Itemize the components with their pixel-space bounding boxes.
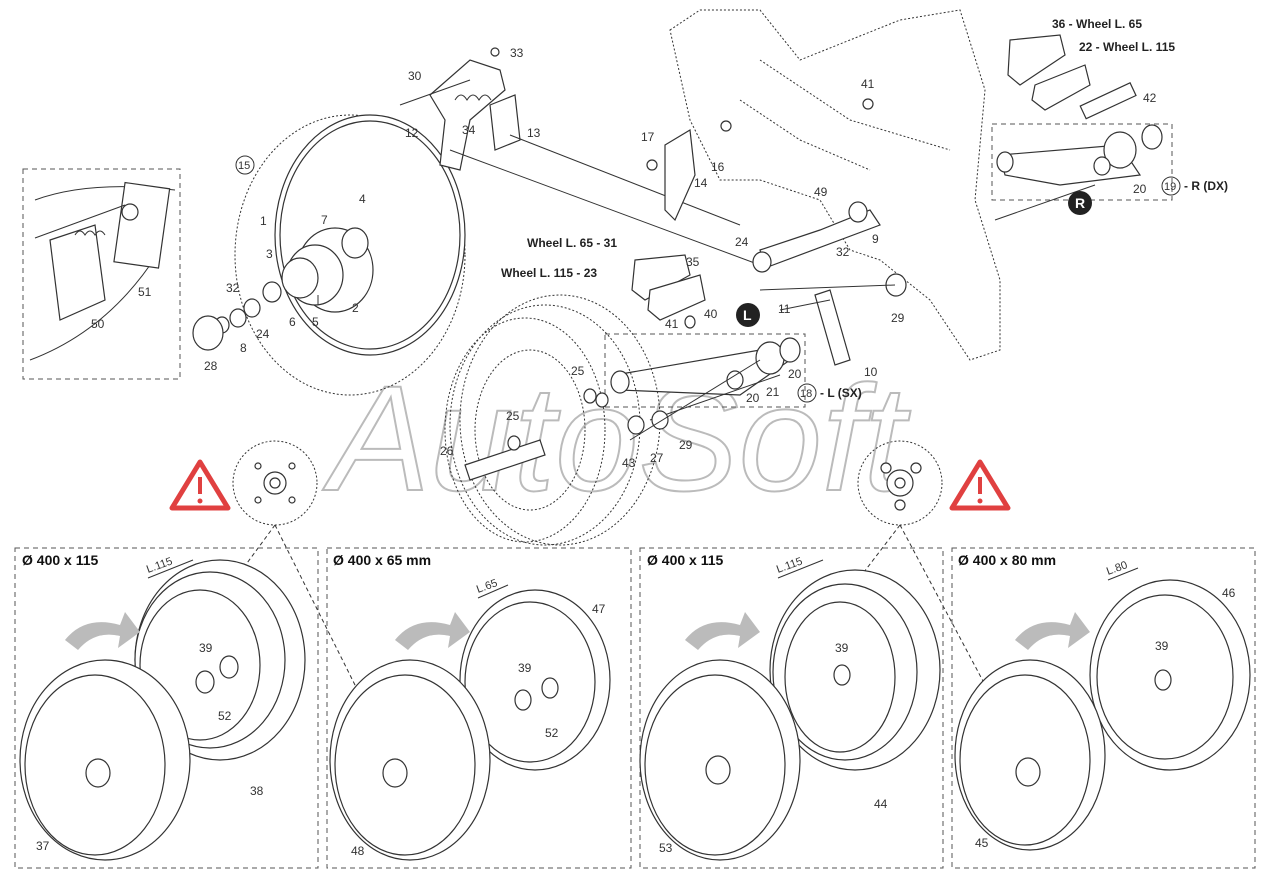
callout-30: 30 — [408, 69, 422, 83]
callout-29a: 29 — [891, 311, 905, 325]
callout-51: 51 — [138, 285, 152, 299]
callout-20c: 20 — [788, 367, 802, 381]
callout-29b: 29 — [679, 438, 693, 452]
label-wheel65-mid: Wheel L. 65 - 31 — [527, 236, 617, 250]
badge-l-text: L — [743, 307, 752, 323]
callout-45: 45 — [975, 836, 989, 850]
panel-dim: L.115 — [775, 555, 804, 575]
callout-25b: 25 — [506, 409, 520, 423]
callout-39c: 39 — [835, 641, 849, 655]
callout-4: 4 — [359, 192, 366, 206]
frame: 17 16 14 41 49 24 32 9 11 29 10 — [641, 9, 1001, 379]
callout-32a: 32 — [226, 281, 240, 295]
callout-41a: 41 — [861, 77, 875, 91]
callout-20b: 20 — [746, 391, 760, 405]
panel-title: Ø 400 x 115 — [22, 552, 99, 568]
warning-triangle-icon — [169, 459, 231, 511]
callout-38: 38 — [250, 784, 264, 798]
label-r-dx: - R (DX) — [1184, 179, 1228, 193]
callout-10: 10 — [864, 365, 878, 379]
callout-6: 6 — [289, 315, 296, 329]
callout-33: 33 — [510, 46, 524, 60]
warning-right — [949, 459, 1011, 511]
callout-16: 16 — [711, 160, 725, 174]
panel-400x115-b: Ø 400 x 115 L.115 39 44 53 — [639, 547, 944, 869]
callout-50: 50 — [91, 317, 105, 331]
panel-dim: L.65 — [475, 577, 499, 596]
callout-47: 47 — [592, 602, 606, 616]
badge-r-text: R — [1075, 195, 1085, 211]
warning-triangle-icon — [949, 459, 1011, 511]
label-wheel65-top: 36 - Wheel L. 65 — [1052, 17, 1142, 31]
callout-53: 53 — [659, 841, 673, 855]
callout-2: 2 — [352, 301, 359, 315]
panel-dim: L.80 — [1105, 559, 1129, 578]
inset-scraper-assembly: 51 50 — [22, 168, 181, 380]
disc-assembly: 15 1 2 3 4 5 6 7 8 24 32 28 — [192, 114, 466, 396]
callout-19: 19 — [1164, 181, 1176, 193]
callout-37: 37 — [36, 839, 50, 853]
callout-18: 18 — [800, 388, 812, 400]
callout-3: 3 — [266, 247, 273, 261]
callout-17: 17 — [641, 130, 655, 144]
callout-1: 1 — [260, 214, 267, 228]
badge-r — [1068, 191, 1092, 215]
warning-left — [169, 459, 231, 511]
callout-41b: 41 — [665, 317, 679, 331]
callout-14: 14 — [694, 176, 708, 190]
callout-15: 15 — [238, 160, 250, 172]
callout-9: 9 — [872, 232, 879, 246]
callout-35: 35 — [686, 255, 700, 269]
callout-44: 44 — [874, 797, 888, 811]
callout-12: 12 — [405, 126, 419, 140]
panel-title: Ø 400 x 115 — [647, 552, 724, 568]
panel-400x80: Ø 400 x 80 mm L.80 39 46 45 — [951, 547, 1256, 869]
callout-20a: 20 — [1133, 182, 1147, 196]
callout-24b: 24 — [735, 235, 749, 249]
label-wheel115-top: 22 - Wheel L. 115 — [1079, 40, 1175, 54]
panel-title: Ø 400 x 80 mm — [958, 552, 1056, 568]
callout-28: 28 — [204, 359, 218, 373]
callout-49: 49 — [814, 185, 828, 199]
center-wheel: 25 25 26 43 27 29 — [440, 294, 761, 546]
panel-400x65: Ø 400 x 65 mm L.65 39 52 47 48 — [326, 547, 632, 869]
callout-39d: 39 — [1155, 639, 1169, 653]
callout-39a: 39 — [199, 641, 213, 655]
panel-dim: L.115 — [145, 555, 174, 575]
callout-48: 48 — [351, 844, 365, 858]
callout-27: 27 — [650, 451, 664, 465]
callout-43: 43 — [622, 456, 636, 470]
callout-13: 13 — [527, 126, 541, 140]
callout-39b: 39 — [518, 661, 532, 675]
callout-32b: 32 — [836, 245, 850, 259]
inset-right-arm: 36 - Wheel L. 65 22 - Wheel L. 115 42 20… — [991, 17, 1228, 221]
callout-24a: 24 — [256, 327, 270, 341]
callout-7: 7 — [321, 213, 328, 227]
callout-21: 21 — [766, 385, 780, 399]
callout-52b: 52 — [545, 726, 559, 740]
spring-bracket: 30 33 12 34 13 — [399, 46, 761, 266]
callout-26: 26 — [440, 444, 454, 458]
callout-42: 42 — [1143, 91, 1157, 105]
callout-8: 8 — [240, 341, 247, 355]
callout-5: 5 — [312, 315, 319, 329]
panel-400x115-a: Ø 400 x 115 L.115 39 52 38 37 — [14, 547, 319, 869]
panel-title: Ø 400 x 65 mm — [333, 552, 431, 568]
badge-l — [736, 303, 760, 327]
callout-34: 34 — [462, 123, 476, 137]
callout-11: 11 — [778, 302, 791, 316]
callout-25a: 25 — [571, 364, 585, 378]
inset-left-arm: Wheel L. 65 - 31 Wheel L. 115 - 23 35 40… — [501, 236, 862, 421]
label-wheel115-mid: Wheel L. 115 - 23 — [501, 266, 597, 280]
callout-40: 40 — [704, 307, 718, 321]
callout-46: 46 — [1222, 586, 1236, 600]
label-l-sx: - L (SX) — [820, 386, 862, 400]
callout-52a: 52 — [218, 709, 232, 723]
